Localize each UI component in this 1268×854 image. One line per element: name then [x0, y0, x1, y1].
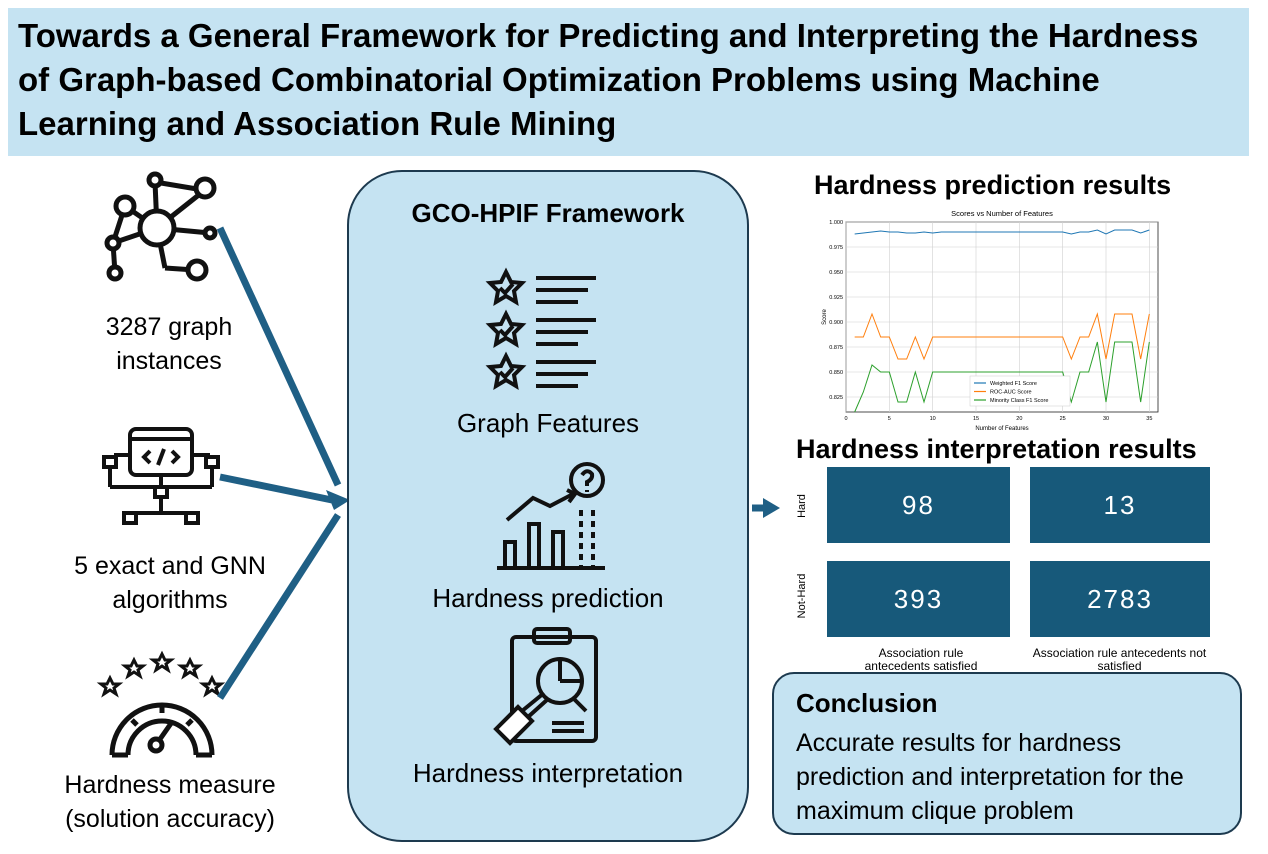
series-line — [854, 312, 1150, 361]
prediction-line-chart: Scores vs Number of Features 0.8250.8500… — [822, 209, 1159, 432]
x-tick-label: 0 — [844, 416, 847, 422]
conclusion-text: Accurate results for hardness prediction… — [796, 729, 1184, 825]
y-axis-ticks: 0.825 0.850 0.875 0.900 0.925 0.950 0.975 1.000 — [829, 220, 843, 401]
conclusion-box — [772, 672, 1242, 835]
col-label-satisfied: Association rule antecedents satisfied — [864, 646, 978, 673]
y-tick-label: 0.850 — [829, 370, 843, 376]
code-algorithm-icon — [102, 427, 220, 525]
y-tick-label: 0.825 — [829, 395, 843, 401]
y-tick-label: 1.000 — [829, 220, 843, 226]
legend-box — [969, 375, 1071, 407]
hardness-interpretation-label: Hardness interpretation — [412, 758, 684, 788]
row-label-hard: Hard — [796, 494, 808, 518]
graph-features-label: Graph Features — [456, 408, 640, 438]
x-tick-label: 10 — [930, 416, 936, 422]
algorithms-label: 5 exact and GNN algorithms — [74, 552, 266, 614]
interpretation-report-icon — [493, 627, 598, 746]
y-tick-label: 0.950 — [829, 270, 843, 276]
conclusion-title: Conclusion — [796, 688, 938, 718]
x-tick-label: 35 — [1146, 416, 1152, 422]
prediction-chart-icon — [497, 462, 605, 570]
chart-series — [854, 229, 1150, 413]
hardness-measure-line2: (solution accuracy) — [65, 805, 275, 833]
x-tick-label: 20 — [1016, 416, 1022, 422]
x-axis-ticks: 0 5 10 15 20 25 30 35 — [844, 416, 1152, 422]
legend-entry: Minority Class F1 Score — [990, 398, 1048, 404]
legend-entry: ROC-AUC Score — [990, 390, 1032, 396]
y-tick-label: 0.875 — [829, 345, 843, 351]
gauge-stars-icon — [96, 650, 226, 758]
cell-not-hard-satisfied: 393 — [827, 561, 1010, 637]
hardness-measure-line1: Hardness measure — [64, 771, 276, 799]
hardness-prediction-label: Hardness prediction — [432, 583, 664, 613]
graph-network-icon — [104, 171, 218, 282]
framework-title: GCO-HPIF Framework — [411, 198, 685, 228]
prediction-results-title: Hardness prediction results — [814, 170, 1172, 200]
cell-not-hard-not-satisfied: 2783 — [1030, 561, 1210, 637]
x-tick-label: 30 — [1103, 416, 1109, 422]
x-axis-label: Number of Features — [975, 426, 1028, 432]
y-tick-label: 0.975 — [829, 245, 843, 251]
cell-hard-satisfied: 98 — [827, 467, 1010, 543]
col-label-not-satisfied: Association rule antecedents not satisfi… — [1032, 646, 1207, 673]
cell-hard-not-satisfied: 13 — [1030, 467, 1210, 543]
y-tick-label: 0.900 — [829, 320, 843, 326]
x-tick-label: 15 — [973, 416, 979, 422]
hardness-measure-label: Hardness measure (solution accuracy) — [40, 768, 300, 836]
arrow-measure-to-framework — [217, 513, 341, 700]
x-tick-label: 5 — [888, 416, 891, 422]
y-axis-label: Score — [822, 309, 828, 325]
page-title: Towards a General Framework for Predicti… — [18, 17, 1199, 142]
graph-instances-label: 3287 graph instances — [105, 313, 233, 375]
interpretation-results-title: Hardness interpretation results — [796, 434, 1197, 464]
y-tick-label: 0.925 — [829, 295, 843, 301]
arrow-graphs-to-framework — [216, 226, 342, 487]
series-line — [854, 229, 1150, 235]
legend-entry: Weighted F1 Score — [990, 381, 1037, 387]
arrow-algorithms-to-framework — [219, 473, 333, 504]
title-banner — [8, 8, 1249, 156]
chart-title: Scores vs Number of Features — [951, 209, 1053, 218]
x-tick-label: 25 — [1060, 416, 1066, 422]
feature-checklist-icon — [485, 267, 596, 390]
row-label-not-hard: Not-Hard — [796, 573, 808, 619]
series-line — [854, 341, 1150, 413]
